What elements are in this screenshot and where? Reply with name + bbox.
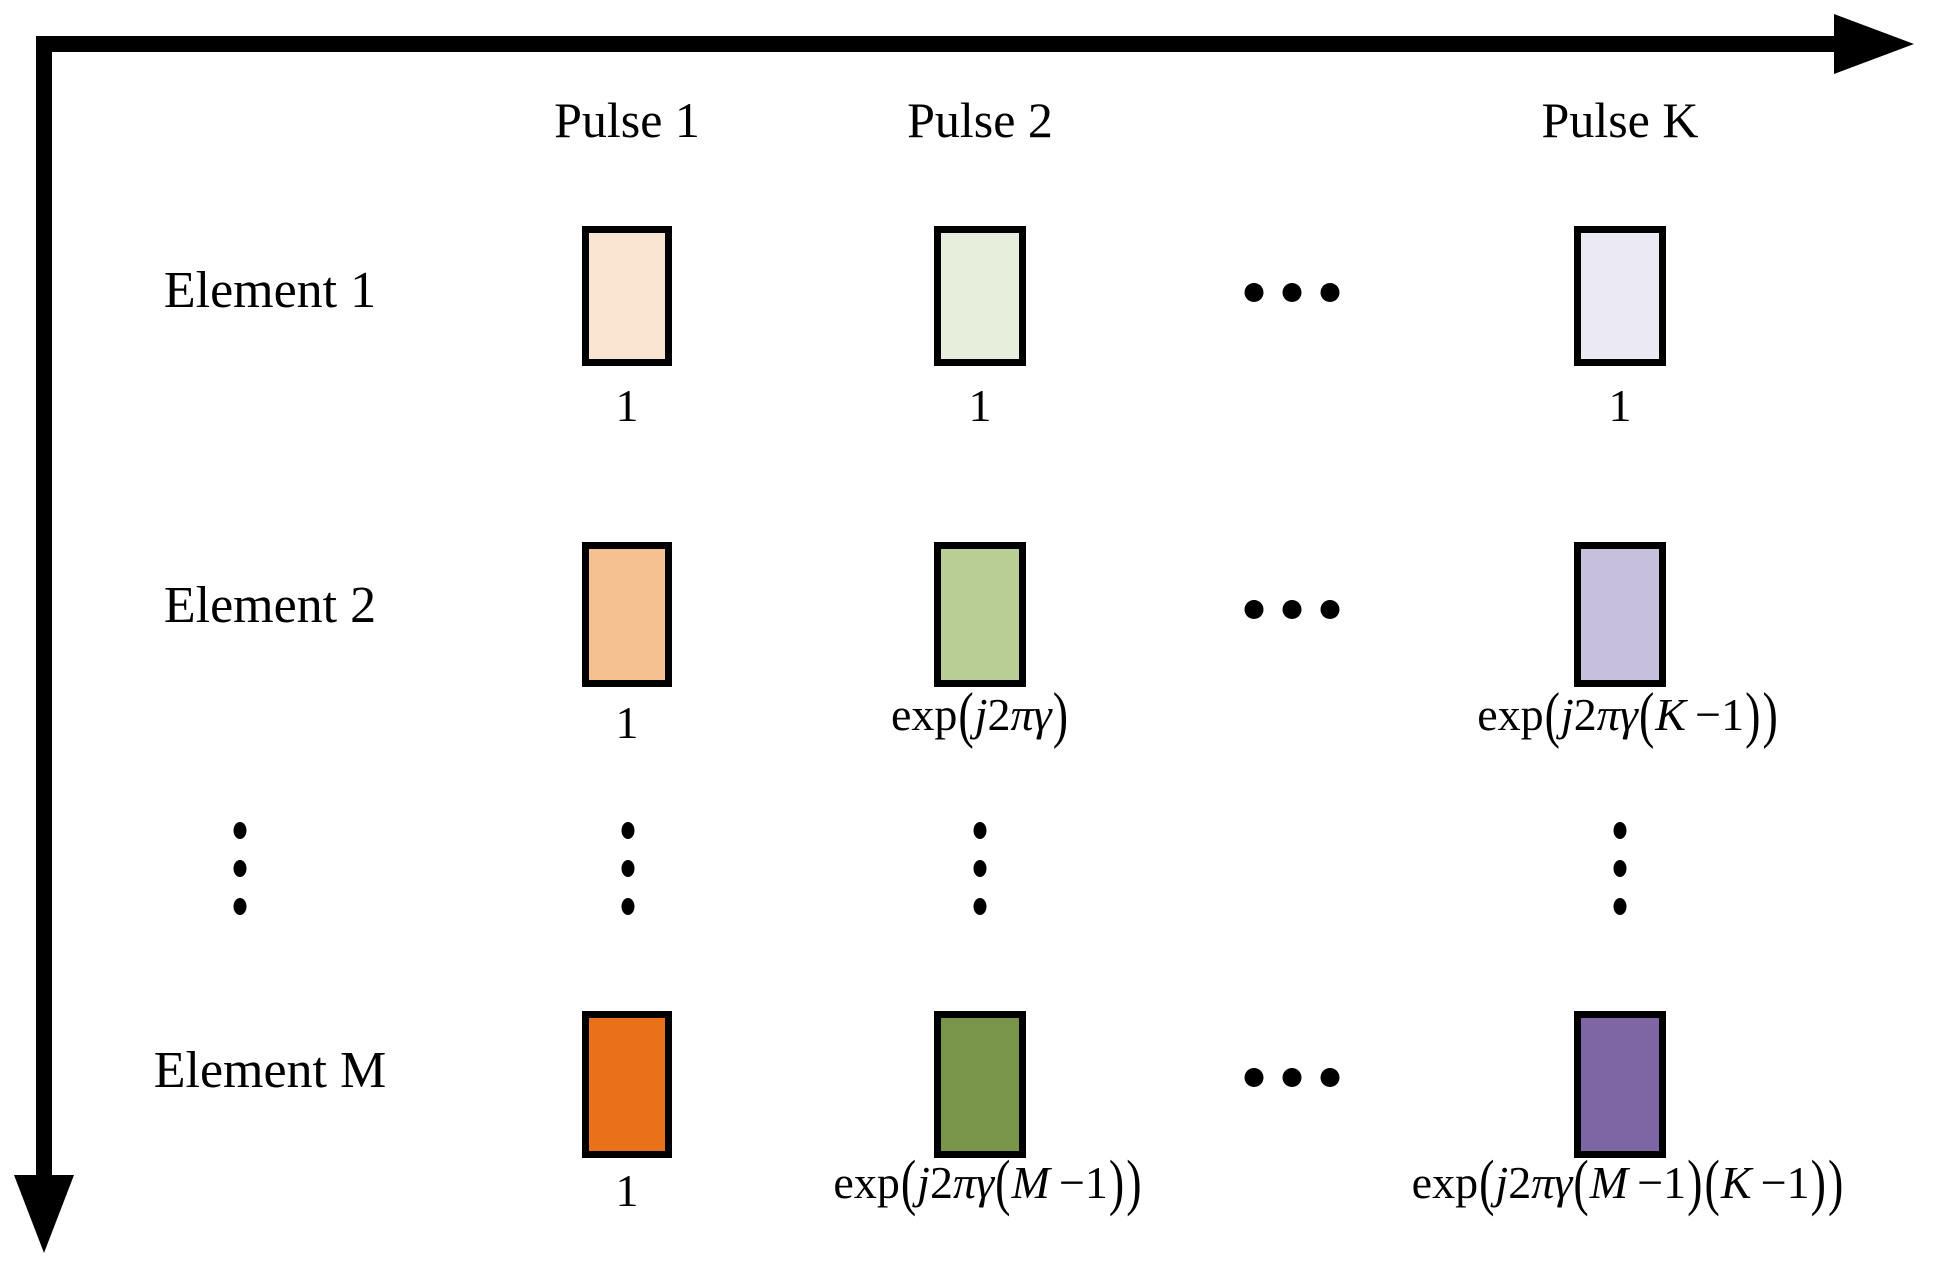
cell-box-elementm-pulsek[interactable] <box>1574 1011 1666 1158</box>
column-header-pulse-1: Pulse 1 <box>554 92 700 148</box>
cell-box-elementm-pulse1[interactable] <box>582 1011 672 1158</box>
vertical-ellipsis-icon-pulsek <box>1613 822 1627 915</box>
column-header-pulse-2: Pulse 2 <box>907 92 1053 148</box>
cell-label-elementm-pulse1: 1 <box>615 1165 639 1216</box>
cell-label-element2-pulsek: exp(j2πγ(K −1)) <box>1477 679 1778 749</box>
pulse-axis-arrowhead-icon <box>1834 14 1914 74</box>
cell-label-element2-pulse1: 1 <box>615 697 639 748</box>
horizontal-ellipsis-icon-rowm <box>1244 1068 1340 1087</box>
cell-label-elementm-pulsek: exp(j2πγ(M −1)(K −1)) <box>1411 1147 1844 1217</box>
row-label-element-1: Element 1 <box>163 262 377 319</box>
cell-box-element1-pulse1[interactable] <box>582 226 672 366</box>
horizontal-ellipsis-icon-row2 <box>1244 600 1340 619</box>
vertical-ellipsis-icon-rowlabels <box>233 822 247 915</box>
row-label-element-m: Element M <box>153 1042 387 1099</box>
cell-box-element2-pulse1[interactable] <box>582 542 672 687</box>
vertical-ellipsis-icon-pulse2 <box>973 822 987 915</box>
element-axis-line <box>36 36 52 1184</box>
cell-box-element2-pulsek[interactable] <box>1574 542 1666 687</box>
cell-box-elementm-pulse2[interactable] <box>934 1011 1026 1158</box>
cell-box-element1-pulse2[interactable] <box>934 226 1026 366</box>
cell-label-elementm-pulse2: exp(j2πγ(M −1)) <box>833 1147 1142 1217</box>
pulse-axis-line <box>45 36 1840 52</box>
column-header-pulse-k: Pulse K <box>1541 92 1699 148</box>
cell-label-element2-pulse2: exp(j2πγ) <box>890 679 1069 749</box>
cell-box-element1-pulsek[interactable] <box>1574 226 1666 366</box>
cell-label-element1-pulse2: 1 <box>968 380 992 431</box>
element-axis-arrowhead-icon <box>14 1175 74 1253</box>
horizontal-ellipsis-icon-row1 <box>1244 283 1340 302</box>
row-label-element-2: Element 2 <box>163 577 377 634</box>
cell-box-element2-pulse2[interactable] <box>934 542 1026 687</box>
cell-label-element1-pulse1: 1 <box>615 380 639 431</box>
cell-label-element1-pulsek: 1 <box>1608 380 1632 431</box>
vertical-ellipsis-icon-pulse1 <box>621 822 635 915</box>
